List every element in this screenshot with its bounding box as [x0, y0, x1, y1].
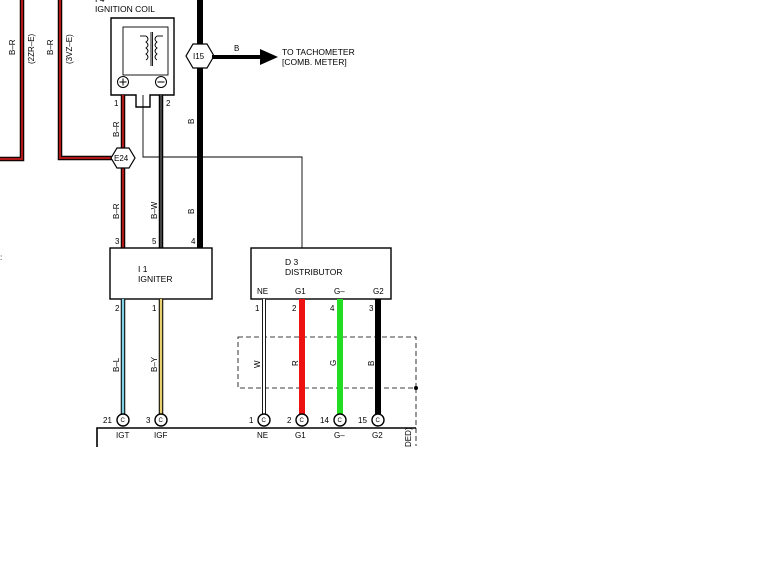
ignition-coil-name: IGNITION COIL: [95, 4, 155, 14]
ecm-pin-num-igf: 3: [146, 416, 151, 425]
ignition-coil: [110, 17, 175, 108]
ecm-pin-num-igt: 21: [103, 416, 112, 425]
distributor-terminal-ne: NE: [257, 287, 268, 296]
tach-arrow-head-icon: [260, 49, 278, 65]
igniter-pin-top-2: 5: [152, 237, 157, 246]
distributor-pin-4: 4: [330, 304, 335, 313]
ecm-terminal-g2-icon: [371, 413, 385, 427]
ecm-c-mark: C: [300, 418, 305, 424]
ecm-label-gminus: G–: [334, 431, 345, 440]
coil-pin-plus: 1: [114, 99, 119, 108]
ecm-terminal-igt-icon: [116, 413, 130, 427]
ecm-c-mark: C: [338, 418, 343, 424]
igniter-pin-top-3: 4: [191, 237, 196, 246]
igniter-pin-bottom-1: 2: [115, 304, 120, 313]
igf-wire-label: B–Y: [150, 356, 159, 372]
ecm-c-mark: C: [376, 418, 381, 424]
connector-e24-icon: [110, 147, 136, 169]
wire-left-mid-br: [57, 0, 112, 161]
distributor-name: DISTRIBUTOR: [285, 267, 342, 277]
igt-wire-label: B–L: [112, 357, 121, 372]
igniter-pin-bottom-2: 1: [152, 304, 157, 313]
ecm-terminal-circles: [116, 413, 385, 427]
ecm-c-mark: C: [262, 418, 267, 424]
left-mid-wire-variant: (3VZ–E): [65, 34, 74, 64]
connector-e24-label: E24: [114, 154, 129, 163]
distributor-terminal-gminus: G–: [334, 287, 345, 296]
tach-destination-line1: TO TACHOMETER: [282, 47, 355, 57]
coil-pin-minus: 2: [166, 99, 171, 108]
connector-i15-label: I15: [193, 52, 205, 61]
ecm-label-ne: NE: [257, 431, 268, 440]
ecm-pin-num-gminus: 14: [320, 416, 329, 425]
distributor-pin-1: 1: [255, 304, 260, 313]
distributor-ref: D 3: [285, 257, 299, 267]
ignition-coil-ref: I 4: [95, 0, 105, 4]
tach-b-lower-label: B: [187, 209, 196, 214]
shield-junction-dot: [414, 386, 418, 390]
g1-wire-label: R: [291, 360, 300, 366]
wire-left-far-br: [0, 0, 25, 162]
ecm-terminal-igf-icon: [154, 413, 168, 427]
connector-i15-icon: [185, 43, 215, 69]
igniter-ref: I 1: [138, 264, 148, 274]
ecm-box: [96, 427, 416, 447]
ecm-pin-num-g2: 15: [358, 416, 367, 425]
ecm-c-mark: C: [159, 418, 164, 424]
gminus-wire-label: G: [329, 360, 338, 366]
igniter-box: [109, 247, 213, 300]
coil-to-distributor-thin-wire: [142, 95, 303, 248]
tach-wire-color-label: B: [234, 44, 239, 53]
ecm-terminal-g1-icon: [295, 413, 309, 427]
g2-wire-label: B: [367, 361, 376, 366]
ecm-label-igf: IGF: [154, 431, 167, 440]
ecm-label-g2: G2: [372, 431, 383, 440]
coil-bw-label: B–W: [150, 201, 159, 219]
ne-wire-label: W: [253, 360, 262, 368]
ecm-label-igt: IGT: [116, 431, 129, 440]
left-mid-wire-color: B–R: [46, 39, 55, 55]
cut-off-mark: :: [0, 253, 2, 262]
tach-destination-line2: [COMB. METER]: [282, 57, 347, 67]
ecm-pin-num-g1: 2: [287, 416, 292, 425]
ecm-terminal-gminus-icon: [333, 413, 347, 427]
left-far-wire-color: B–R: [8, 39, 17, 55]
distributor-terminal-g2: G2: [373, 287, 384, 296]
distributor-terminal-g1: G1: [295, 287, 306, 296]
coil-br-lower-label: B–R: [112, 203, 121, 219]
coil-br-upper-label: B–R: [112, 121, 121, 137]
igniter-name: IGNITER: [138, 274, 172, 284]
ecm-terminal-ne-icon: [257, 413, 271, 427]
left-far-wire-variant: (2ZR–E): [27, 33, 36, 64]
distributor-pin-3: 3: [369, 304, 374, 313]
ecm-c-mark: C: [121, 418, 126, 424]
ecm-side-text: DED): [404, 427, 413, 447]
ecm-pin-num-ne: 1: [249, 416, 254, 425]
distributor-box: [250, 247, 392, 300]
igniter-pin-top-1: 3: [115, 237, 120, 246]
tach-b-upper-label: B: [187, 119, 196, 124]
ecm-label-g1: G1: [295, 431, 306, 440]
distributor-pin-2: 2: [292, 304, 297, 313]
